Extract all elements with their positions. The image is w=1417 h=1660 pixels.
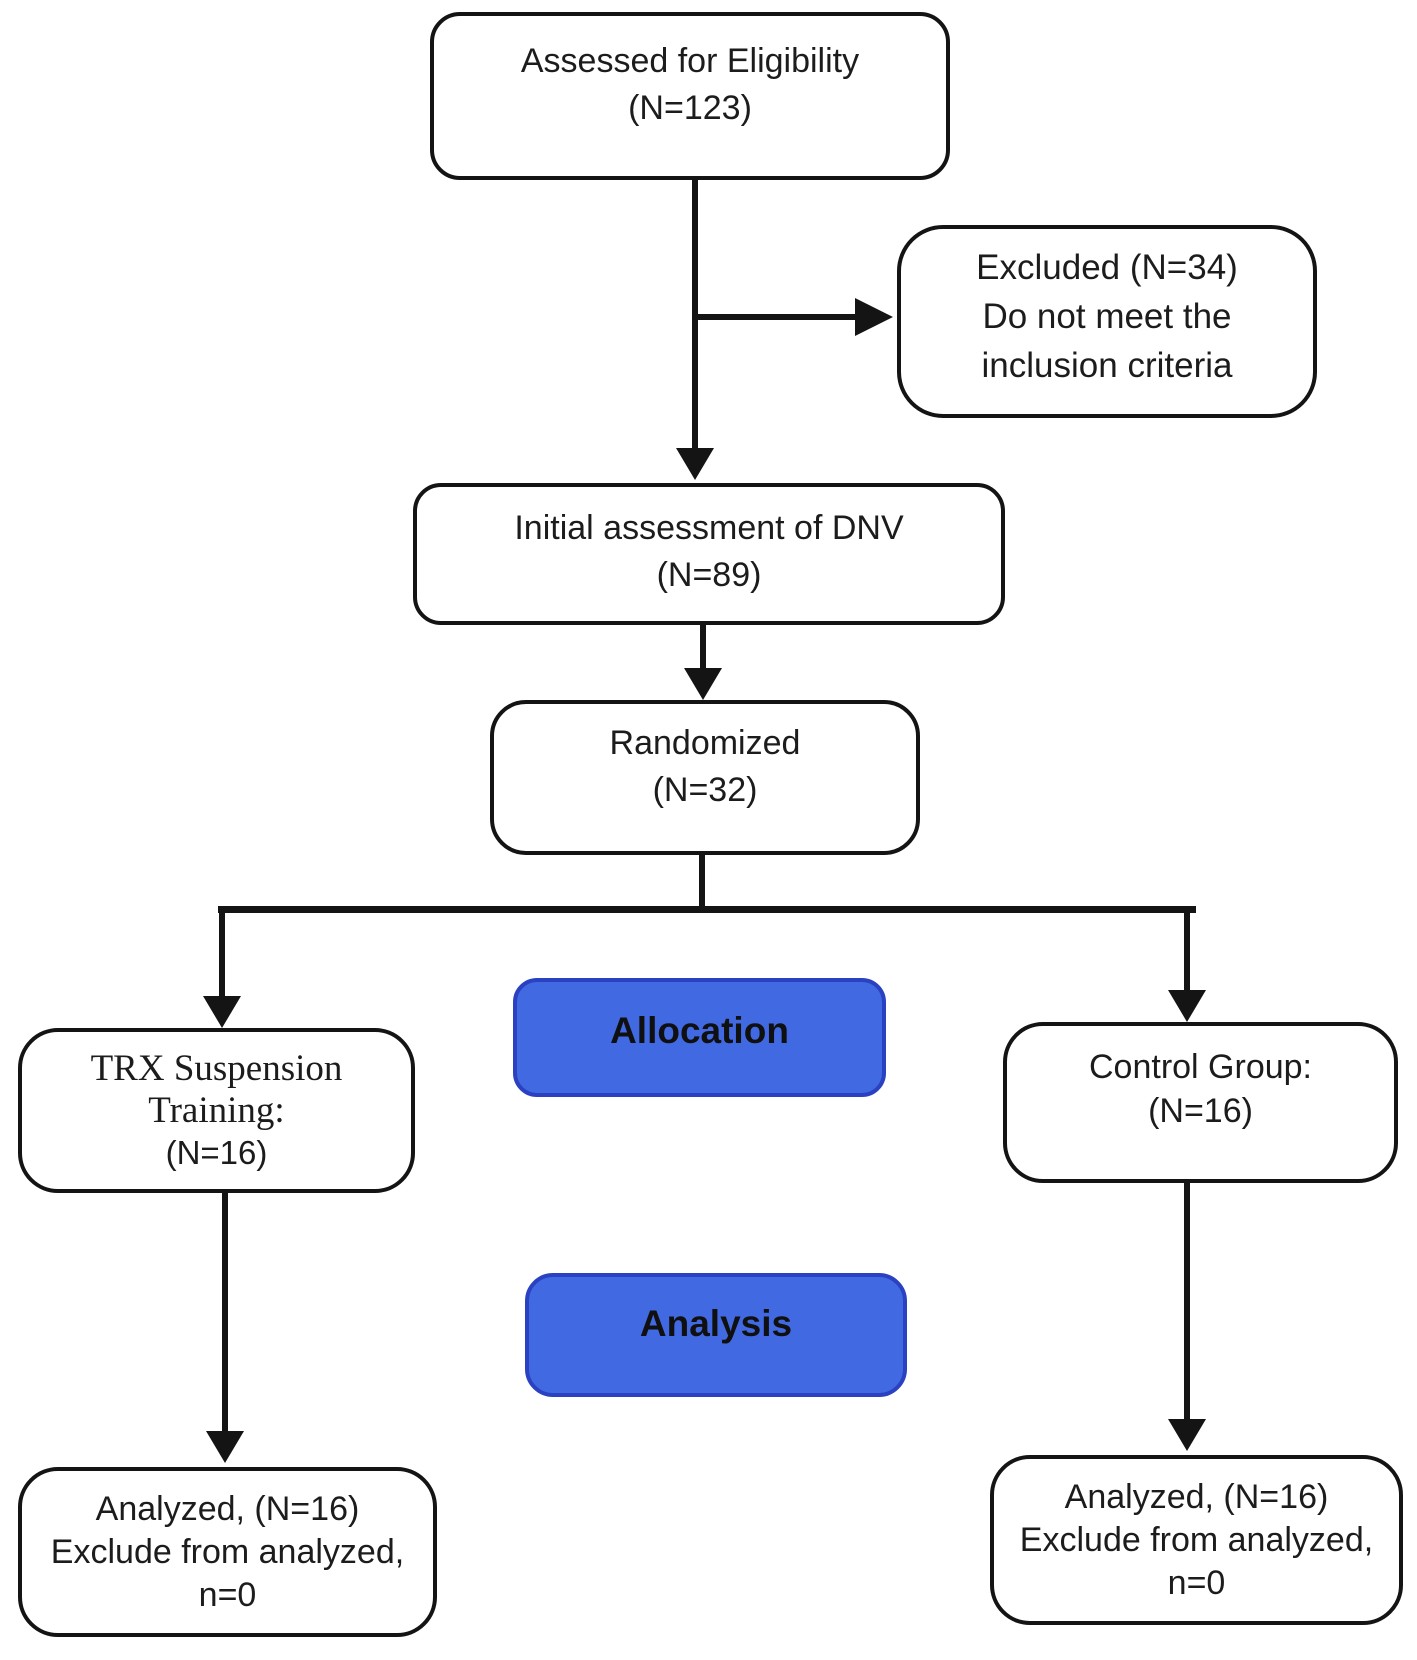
analyzed-right-line3: n=0 bbox=[1167, 1563, 1226, 1602]
control-group-count: (N=16) bbox=[1148, 1091, 1253, 1130]
analyzed-right-line1: Analyzed, (N=16) bbox=[1064, 1477, 1329, 1516]
analyzed-left-line3: n=0 bbox=[198, 1575, 257, 1614]
initial-assessment-box: Initial assessment of DNV (N=89) bbox=[413, 483, 1005, 625]
arrowhead-into-excluded-icon bbox=[855, 298, 893, 336]
control-group-title: Control Group: bbox=[1089, 1047, 1312, 1086]
analysis-phase-text: Analysis bbox=[639, 1303, 793, 1344]
assessed-eligibility-count: (N=123) bbox=[628, 89, 752, 127]
analyzed-left-box: Analyzed, (N=16) Exclude from analyzed, … bbox=[18, 1467, 437, 1637]
arrowhead-into-trx-icon bbox=[203, 996, 241, 1028]
trx-group-title-line1: TRX Suspension bbox=[90, 1047, 343, 1089]
excluded-reason-line2: inclusion criteria bbox=[981, 346, 1233, 385]
excluded-box: Excluded (N=34) Do not meet the inclusio… bbox=[897, 225, 1317, 418]
excluded-title: Excluded (N=34) bbox=[976, 248, 1238, 287]
initial-assessment-count: (N=89) bbox=[656, 556, 762, 594]
initial-assessment-title: Initial assessment of DNV bbox=[514, 509, 904, 547]
arrowhead-into-control-icon bbox=[1168, 990, 1206, 1022]
analyzed-right-line2: Exclude from analyzed, bbox=[1019, 1520, 1374, 1559]
arrowhead-into-analyzed-left-icon bbox=[206, 1431, 244, 1463]
analysis-phase-label: Analysis bbox=[525, 1273, 907, 1397]
randomized-box: Randomized (N=32) bbox=[490, 700, 920, 855]
control-group-box: Control Group: (N=16) bbox=[1003, 1022, 1398, 1183]
arrowhead-into-randomized-icon bbox=[684, 668, 722, 700]
excluded-reason-line1: Do not meet the bbox=[982, 297, 1232, 336]
trx-group-box: TRX Suspension Training: (N=16) bbox=[18, 1028, 415, 1193]
connector-branch-to-excluded bbox=[695, 314, 855, 320]
connector-initial-to-randomized bbox=[700, 625, 706, 668]
connector-randomized-to-splitter bbox=[699, 855, 705, 912]
connector-trx-to-analyzed bbox=[222, 1193, 228, 1433]
arrowhead-into-analyzed-right-icon bbox=[1168, 1419, 1206, 1451]
randomized-title: Randomized bbox=[609, 724, 801, 762]
randomized-count: (N=32) bbox=[652, 771, 758, 809]
connector-splitter-horizontal bbox=[218, 906, 1196, 913]
assessed-eligibility-box: Assessed for Eligibility (N=123) bbox=[430, 12, 950, 180]
connector-control-to-analyzed bbox=[1184, 1183, 1190, 1421]
allocation-phase-text: Allocation bbox=[610, 1009, 789, 1051]
arrowhead-into-initial-icon bbox=[676, 448, 714, 480]
connector-splitter-to-trx bbox=[219, 906, 225, 996]
allocation-phase-label: Allocation bbox=[513, 978, 886, 1097]
analyzed-left-line2: Exclude from analyzed, bbox=[50, 1532, 405, 1571]
trx-group-count: (N=16) bbox=[165, 1133, 268, 1171]
analyzed-right-box: Analyzed, (N=16) Exclude from analyzed, … bbox=[990, 1455, 1403, 1625]
analyzed-left-line1: Analyzed, (N=16) bbox=[95, 1489, 360, 1528]
trx-group-title-line2: Training: bbox=[148, 1089, 285, 1131]
assessed-eligibility-title: Assessed for Eligibility bbox=[520, 42, 860, 80]
connector-splitter-to-control bbox=[1184, 906, 1190, 992]
